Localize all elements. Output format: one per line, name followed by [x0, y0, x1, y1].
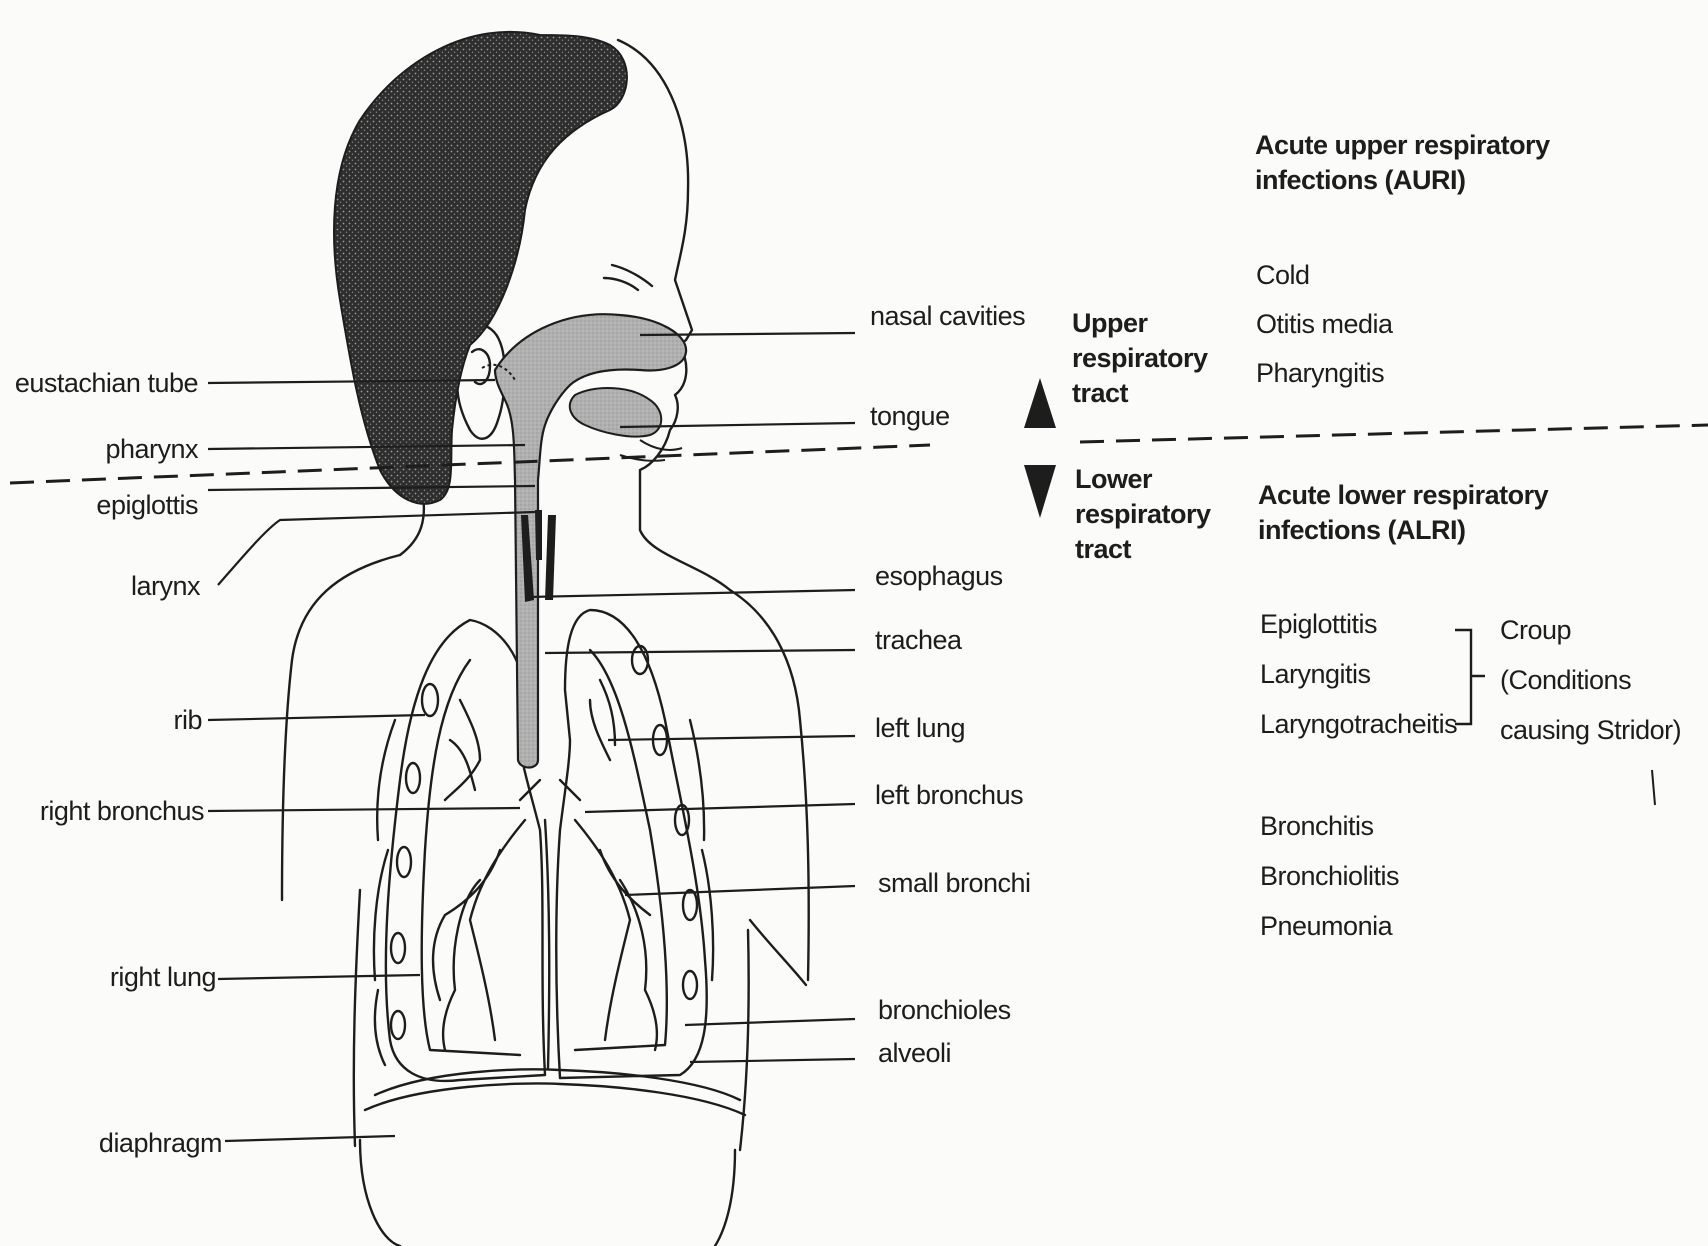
alri-item: Bronchitis	[1260, 813, 1374, 840]
auri-heading: Acute upper respiratory infections (AURI…	[1255, 128, 1575, 198]
left-lung-outline	[556, 610, 706, 1078]
triangle-up-icon	[1024, 378, 1056, 428]
label-left-lung: left lung	[875, 715, 965, 742]
label-bronchioles: bronchioles	[878, 997, 1011, 1024]
tongue-shape	[570, 388, 661, 437]
croup-bracket	[1455, 630, 1485, 724]
triangle-down-icon	[1024, 465, 1056, 518]
left-bronchial-tree	[575, 820, 657, 1050]
label-epiglottis: epiglottis	[96, 492, 198, 519]
hair	[334, 32, 627, 504]
face-outline	[618, 40, 730, 590]
upper-tract-label: Upper respiratory tract	[1072, 306, 1212, 411]
auri-item: Pharyngitis	[1256, 360, 1384, 387]
label-left-bronchus: left bronchus	[875, 782, 1023, 809]
label-eustachian-tube: eustachian tube	[15, 370, 198, 397]
label-small-bronchi: small bronchi	[878, 870, 1031, 897]
label-esophagus: esophagus	[875, 563, 1003, 590]
label-right-lung: right lung	[110, 964, 216, 991]
croup-note: Croup (Conditions causing Stridor)	[1500, 605, 1700, 755]
eye	[612, 265, 652, 286]
auri-item: Otitis media	[1256, 311, 1393, 338]
label-diaphragm: diaphragm	[99, 1130, 222, 1157]
bronchi-split	[520, 780, 580, 800]
right-shoulder-arm	[282, 555, 400, 900]
torso-left	[740, 930, 749, 1150]
left-shoulder-arm	[730, 590, 809, 980]
label-nasal-cavities: nasal cavities	[870, 303, 1025, 330]
label-right-bronchus: right bronchus	[40, 798, 204, 825]
tract-divider-right	[1080, 425, 1708, 442]
label-alveoli: alveoli	[878, 1040, 951, 1067]
alri-item: Bronchiolitis	[1260, 863, 1399, 890]
right-bronchial-tree	[433, 820, 525, 1050]
label-tongue: tongue	[870, 403, 950, 430]
lower-tract-label: Lower respiratory tract	[1075, 462, 1215, 567]
label-trachea: trachea	[875, 627, 962, 654]
auri-item: Cold	[1256, 262, 1310, 289]
label-rib: rib	[173, 707, 202, 734]
label-pharynx: pharynx	[105, 436, 198, 463]
alri-item: Pneumonia	[1260, 913, 1392, 940]
label-larynx: larynx	[131, 573, 200, 600]
torso-right	[354, 890, 360, 1146]
alri-heading: Acute lower respiratory infections (ALRI…	[1258, 478, 1578, 548]
croup-item: Laryngotracheitis	[1260, 711, 1457, 738]
croup-item: Laryngitis	[1260, 661, 1371, 688]
croup-item: Epiglottitis	[1260, 611, 1377, 638]
